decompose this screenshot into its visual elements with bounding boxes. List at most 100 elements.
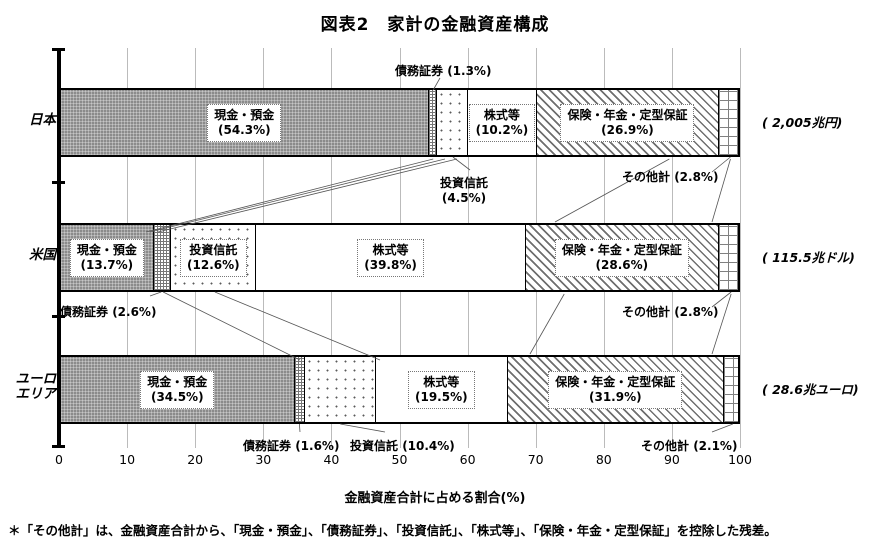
x-tick-label-20: 20	[187, 452, 204, 467]
segment-caption: 現金・預金(34.5%)	[140, 370, 215, 409]
stacked-bar-米国[interactable]: 現金・預金(13.7%) 投資信託(12.6%) 株式等(39.8%) 保険・年金・定…	[59, 223, 740, 292]
segment-label: 現金・預金	[214, 107, 275, 122]
x-tick-label-30: 30	[255, 452, 272, 467]
y-axis-tick-2	[52, 315, 65, 318]
x-tick-label-10: 10	[119, 452, 136, 467]
callout-percent: (10.4%)	[398, 439, 455, 453]
callout-jp-other: その他計 (2.8%)	[622, 168, 718, 185]
y-category-label-line1: 米国	[29, 247, 56, 263]
x-axis-tick-labels: 0 10 20 30 40 50 60 70 80 90 100	[55, 452, 752, 472]
bar-segment-その他計[interactable]	[719, 225, 739, 290]
bar-segment-現金・預金[interactable]: 現金・預金(13.7%)	[61, 225, 154, 290]
segment-percent: (26.9%)	[601, 122, 654, 137]
segment-caption: 保険・年金・定型保証(28.6%)	[554, 238, 689, 277]
callout-label: 債務証券	[60, 305, 109, 319]
region-total-米国: ( 115.5兆ドル)	[762, 250, 855, 265]
y-category-label-line2: エリア	[15, 386, 57, 402]
callout-percent: (2.6%)	[108, 305, 157, 319]
region-total-ユーロ: ( 28.6兆ユーロ)	[762, 382, 859, 397]
segment-percent: (54.3%)	[218, 122, 271, 137]
x-tick-label-60: 60	[459, 452, 476, 467]
y-category-label-1: 米国	[0, 248, 56, 263]
x-axis-title: 金融資産合計に占める割合(%)	[344, 491, 526, 506]
segment-caption: 株式等(19.5%)	[408, 370, 475, 409]
callout-us-other: その他計 (2.8%)	[622, 303, 718, 320]
bar-segment-株式等[interactable]: 株式等(39.8%)	[256, 225, 526, 290]
bar-segment-株式等[interactable]: 株式等(19.5%)	[375, 357, 508, 422]
segment-caption: 投資信託(12.6%)	[180, 238, 247, 277]
segment-label: 保険・年金・定型保証	[567, 107, 688, 122]
x-tick-label-40: 40	[323, 452, 340, 467]
bar-segment-投資信託[interactable]: 投資信託(12.6%)	[171, 225, 257, 290]
segment-label: 保険・年金・定型保証	[555, 374, 676, 389]
y-category-label-2: ユーロエリア	[0, 372, 57, 402]
bar-segment-債務証券[interactable]	[153, 225, 172, 290]
y-axis-tick-1	[52, 181, 65, 184]
segment-caption: 現金・預金(54.3%)	[207, 103, 282, 142]
bar-segment-債務証券[interactable]	[428, 90, 438, 155]
bar-segment-株式等[interactable]: 株式等(10.2%)	[467, 90, 537, 155]
segment-caption: 株式等(39.8%)	[357, 238, 424, 277]
stacked-bar-日本[interactable]: 現金・預金(54.3%) 株式等(10.2%) 保険・年金・定型保証(26.9%)	[59, 88, 740, 157]
bar-segment-その他計[interactable]	[719, 90, 738, 155]
bar-segment-投資信託[interactable]	[437, 90, 468, 155]
segment-percent: (39.8%)	[364, 257, 417, 272]
callout-label: その他計	[622, 170, 671, 184]
x-tick-label-100: 100	[728, 452, 752, 467]
callout-percent: (2.8%)	[670, 170, 719, 184]
callout-us-debt: 債務証券 (2.6%)	[60, 303, 156, 320]
callout-percent: (1.3%)	[443, 64, 492, 78]
segment-percent: (12.6%)	[187, 257, 240, 272]
segment-label: 保険・年金・定型保証	[561, 242, 682, 257]
segment-percent: (13.7%)	[80, 257, 134, 272]
y-axis-line	[57, 48, 60, 448]
x-tick-label-70: 70	[527, 452, 544, 467]
callout-percent: (2.8%)	[670, 305, 719, 319]
segment-caption: 現金・預金(13.7%)	[69, 238, 144, 277]
bar-segment-投資信託[interactable]	[305, 357, 376, 422]
bar-segment-債務証券[interactable]	[294, 357, 306, 422]
footnote: ＊「その他計」は、金融資産合計から、「現金・預金」、「債務証券」、「投資信託」、…	[8, 523, 777, 538]
y-category-label-0: 日本	[0, 113, 56, 128]
callout-percent: (1.6%)	[291, 439, 340, 453]
bar-segment-保険・年金・定型保証[interactable]: 保険・年金・定型保証(31.9%)	[507, 357, 724, 422]
callout-label: 投資信託	[350, 439, 399, 453]
callout-percent: (4.5%)	[441, 191, 487, 205]
x-tick-label-0: 0	[55, 452, 63, 467]
callout-label: 債務証券	[395, 64, 444, 78]
y-axis-tick-0	[52, 48, 65, 51]
callout-eu-trust: 投資信託 (10.4%)	[350, 437, 455, 454]
segment-percent: (31.9%)	[588, 389, 642, 404]
y-category-label-line1: 日本	[29, 112, 56, 128]
callout-label: その他計	[641, 439, 690, 453]
segment-percent: (19.5%)	[415, 389, 468, 404]
y-axis-tick-3	[52, 445, 65, 448]
bar-segment-その他計[interactable]	[723, 357, 738, 422]
segment-label: 現金・預金	[147, 374, 208, 389]
callout-jp-trust: 投資信託(4.5%)	[440, 174, 488, 205]
segment-caption: 保険・年金・定型保証(26.9%)	[560, 103, 695, 142]
callout-eu-debt: 債務証券 (1.6%)	[243, 437, 339, 454]
x-tick-label-90: 90	[663, 452, 680, 467]
segment-caption: 株式等(10.2%)	[468, 103, 536, 142]
segment-label: 現金・預金	[76, 242, 137, 257]
region-total-日本: ( 2,005兆円)	[762, 115, 843, 130]
bar-segment-現金・預金[interactable]: 現金・預金(34.5%)	[61, 357, 295, 422]
x-tick-label-50: 50	[391, 452, 408, 467]
segment-label: 株式等	[423, 374, 460, 389]
chart-title: 図表2 家計の金融資産構成	[320, 15, 550, 35]
callout-label: その他計	[622, 305, 671, 319]
stacked-bar-ユーロ[interactable]: 現金・預金(34.5%) 株式等(19.5%) 保険・年金・定型保証(31.9%)	[59, 355, 740, 424]
segment-label: 投資信託	[189, 242, 238, 257]
callout-eu-other: その他計 (2.1%)	[641, 437, 737, 454]
bar-segment-保険・年金・定型保証[interactable]: 保険・年金・定型保証(26.9%)	[536, 90, 720, 155]
gridline-100	[740, 48, 741, 448]
segment-percent: (34.5%)	[150, 389, 204, 404]
bar-segment-保険・年金・定型保証[interactable]: 保険・年金・定型保証(28.6%)	[525, 225, 720, 290]
segment-caption: 保険・年金・定型保証(31.9%)	[548, 370, 683, 409]
x-tick-label-80: 80	[595, 452, 612, 467]
segment-percent: (10.2%)	[475, 122, 529, 137]
callout-label: 投資信託	[440, 176, 489, 190]
bar-segment-現金・預金[interactable]: 現金・預金(54.3%)	[61, 90, 429, 155]
segment-label: 株式等	[483, 107, 520, 122]
